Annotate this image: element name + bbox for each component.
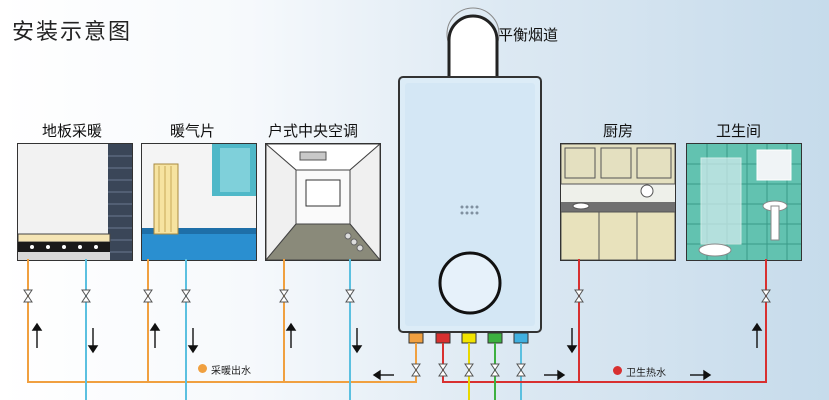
boiler-indicator-dots bbox=[460, 205, 479, 215]
radiator-illustration bbox=[142, 144, 256, 260]
heating-out-legend-dot bbox=[198, 364, 207, 373]
hot-water-legend-dot bbox=[613, 366, 622, 375]
radiator-room bbox=[141, 143, 257, 261]
label-flue: 平衡烟道 bbox=[498, 26, 559, 44]
heating-out-legend-label: 采暖出水 bbox=[211, 366, 251, 377]
label-kitchen: 厨房 bbox=[603, 122, 634, 140]
label-central-ac: 户式中央空调 bbox=[268, 122, 359, 140]
label-bathroom: 卫生间 bbox=[716, 122, 762, 140]
kitchen-room bbox=[560, 143, 676, 261]
central-ac-illustration bbox=[266, 144, 380, 260]
hot-water-legend-label: 卫生热水 bbox=[626, 368, 666, 379]
floor-heating-room bbox=[17, 143, 133, 261]
label-floor-heating: 地板采暖 bbox=[42, 122, 103, 140]
floor-heating-illustration bbox=[18, 144, 132, 260]
central-ac-room bbox=[265, 143, 381, 261]
valves bbox=[23, 289, 771, 377]
bathroom-room bbox=[686, 143, 802, 261]
flue-pipe bbox=[447, 14, 499, 80]
bathroom-illustration bbox=[687, 144, 801, 260]
page-title: 安装示意图 bbox=[12, 20, 133, 45]
kitchen-illustration bbox=[561, 144, 675, 260]
boiler-dial bbox=[438, 251, 502, 315]
flow-arrows bbox=[31, 322, 763, 381]
label-radiator: 暖气片 bbox=[170, 122, 216, 140]
